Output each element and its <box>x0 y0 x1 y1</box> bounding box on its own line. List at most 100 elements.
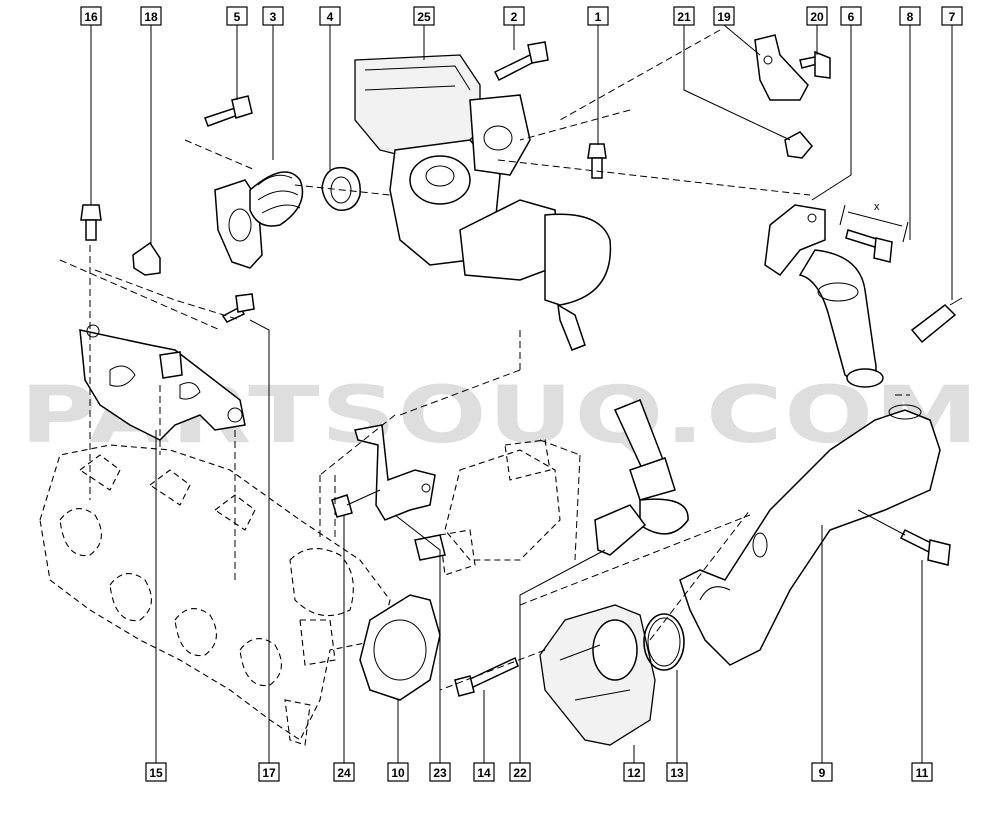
callout-23: 23 <box>429 762 451 782</box>
callout-box <box>623 762 645 782</box>
callout-box <box>666 762 688 782</box>
callout-15: 15 <box>145 762 167 782</box>
callout-11: 11 <box>911 762 933 782</box>
callout-number: 12 <box>627 766 641 780</box>
callout-12: 12 <box>623 762 645 782</box>
callout-number: 25 <box>417 10 431 24</box>
callout-25: 25 <box>413 6 435 26</box>
callout-number: 22 <box>513 766 527 780</box>
callout-24: 24 <box>333 762 355 782</box>
dimension-x: x <box>839 201 909 243</box>
gasket-bellows-3 <box>214 171 304 269</box>
callout-box <box>806 6 828 26</box>
callout-box <box>413 6 435 26</box>
leader-lines <box>90 24 953 763</box>
callout-5: 5 <box>226 6 248 26</box>
sensor-7 <box>910 297 963 344</box>
bolt-5 <box>204 95 253 127</box>
callout-box <box>473 762 495 782</box>
callout-17: 17 <box>258 762 280 782</box>
callout-box <box>140 6 162 26</box>
plug-23b <box>414 534 446 561</box>
hose-22 <box>594 399 689 556</box>
callout-number: 21 <box>677 10 691 24</box>
callout-number: 19 <box>717 10 731 24</box>
bracket-23 <box>354 424 436 521</box>
clip-18 <box>132 241 161 276</box>
callout-number: 2 <box>511 10 518 24</box>
callout-4: 4 <box>319 6 341 26</box>
callout-number: 17 <box>262 766 276 780</box>
callout-number: 23 <box>433 766 447 780</box>
gasket-10 <box>359 594 441 701</box>
callout-number: 10 <box>391 766 405 780</box>
callout-22: 22 <box>509 762 531 782</box>
callout-number: 16 <box>84 10 98 24</box>
callout-10: 10 <box>387 762 409 782</box>
callout-number: 20 <box>810 10 824 24</box>
bolt-16 <box>80 204 102 241</box>
callout-box <box>941 6 963 26</box>
callout-box <box>429 762 451 782</box>
callout-box <box>258 762 280 782</box>
callout-number: 18 <box>144 10 158 24</box>
clamp-4 <box>321 166 361 211</box>
callout-16: 16 <box>80 6 102 26</box>
callout-box <box>333 762 355 782</box>
callout-number: 11 <box>916 766 929 780</box>
bolt-1 <box>587 143 607 179</box>
callout-21: 21 <box>673 6 695 26</box>
callout-20: 20 <box>806 6 828 26</box>
callout-number: 13 <box>670 766 684 780</box>
callout-number: 5 <box>234 10 241 24</box>
bolt-2 <box>493 41 549 82</box>
callout-box <box>226 6 248 26</box>
callout-box <box>911 762 933 782</box>
bolt-17 <box>221 293 255 323</box>
callout-13: 13 <box>666 762 688 782</box>
pipe-6 <box>764 204 884 388</box>
throttle-body-12 <box>539 604 656 746</box>
callout-box <box>811 762 833 782</box>
callout-18: 18 <box>140 6 162 26</box>
callout-box <box>899 6 921 26</box>
callout-box <box>840 6 862 26</box>
callout-box <box>319 6 341 26</box>
callout-number: 9 <box>819 766 826 780</box>
assembly-lines <box>59 29 910 691</box>
callout-number: 8 <box>907 10 914 24</box>
callout-box <box>387 762 409 782</box>
callout-box <box>587 6 609 26</box>
callout-3: 3 <box>262 6 284 26</box>
callout-box <box>145 762 167 782</box>
clip-21 <box>784 131 813 159</box>
callout-9: 9 <box>811 762 833 782</box>
callout-number: 6 <box>848 10 855 24</box>
callout-8: 8 <box>899 6 921 26</box>
callout-box <box>80 6 102 26</box>
o-ring-13 <box>643 613 685 671</box>
callout-14: 14 <box>473 762 495 782</box>
callout-box <box>673 6 695 26</box>
dimension-label: x <box>874 201 880 213</box>
callout-1: 1 <box>587 6 609 26</box>
callout-number: 1 <box>595 10 602 24</box>
callout-number: 7 <box>949 10 956 24</box>
callout-box <box>713 6 735 26</box>
callout-box <box>503 6 525 26</box>
bolt-11 <box>899 528 951 566</box>
bolt-8 <box>845 229 893 263</box>
engine-block-outline <box>39 444 391 746</box>
bolt-24 <box>331 489 381 518</box>
callout-box <box>509 762 531 782</box>
callout-2: 2 <box>503 6 525 26</box>
callout-number: 24 <box>337 766 351 780</box>
callout-6: 6 <box>840 6 862 26</box>
pipe-9 <box>679 404 941 666</box>
callout-box <box>262 6 284 26</box>
egr-valve-assembly <box>354 54 612 351</box>
bracket-19 <box>754 34 809 101</box>
callout-number: 14 <box>477 766 491 780</box>
